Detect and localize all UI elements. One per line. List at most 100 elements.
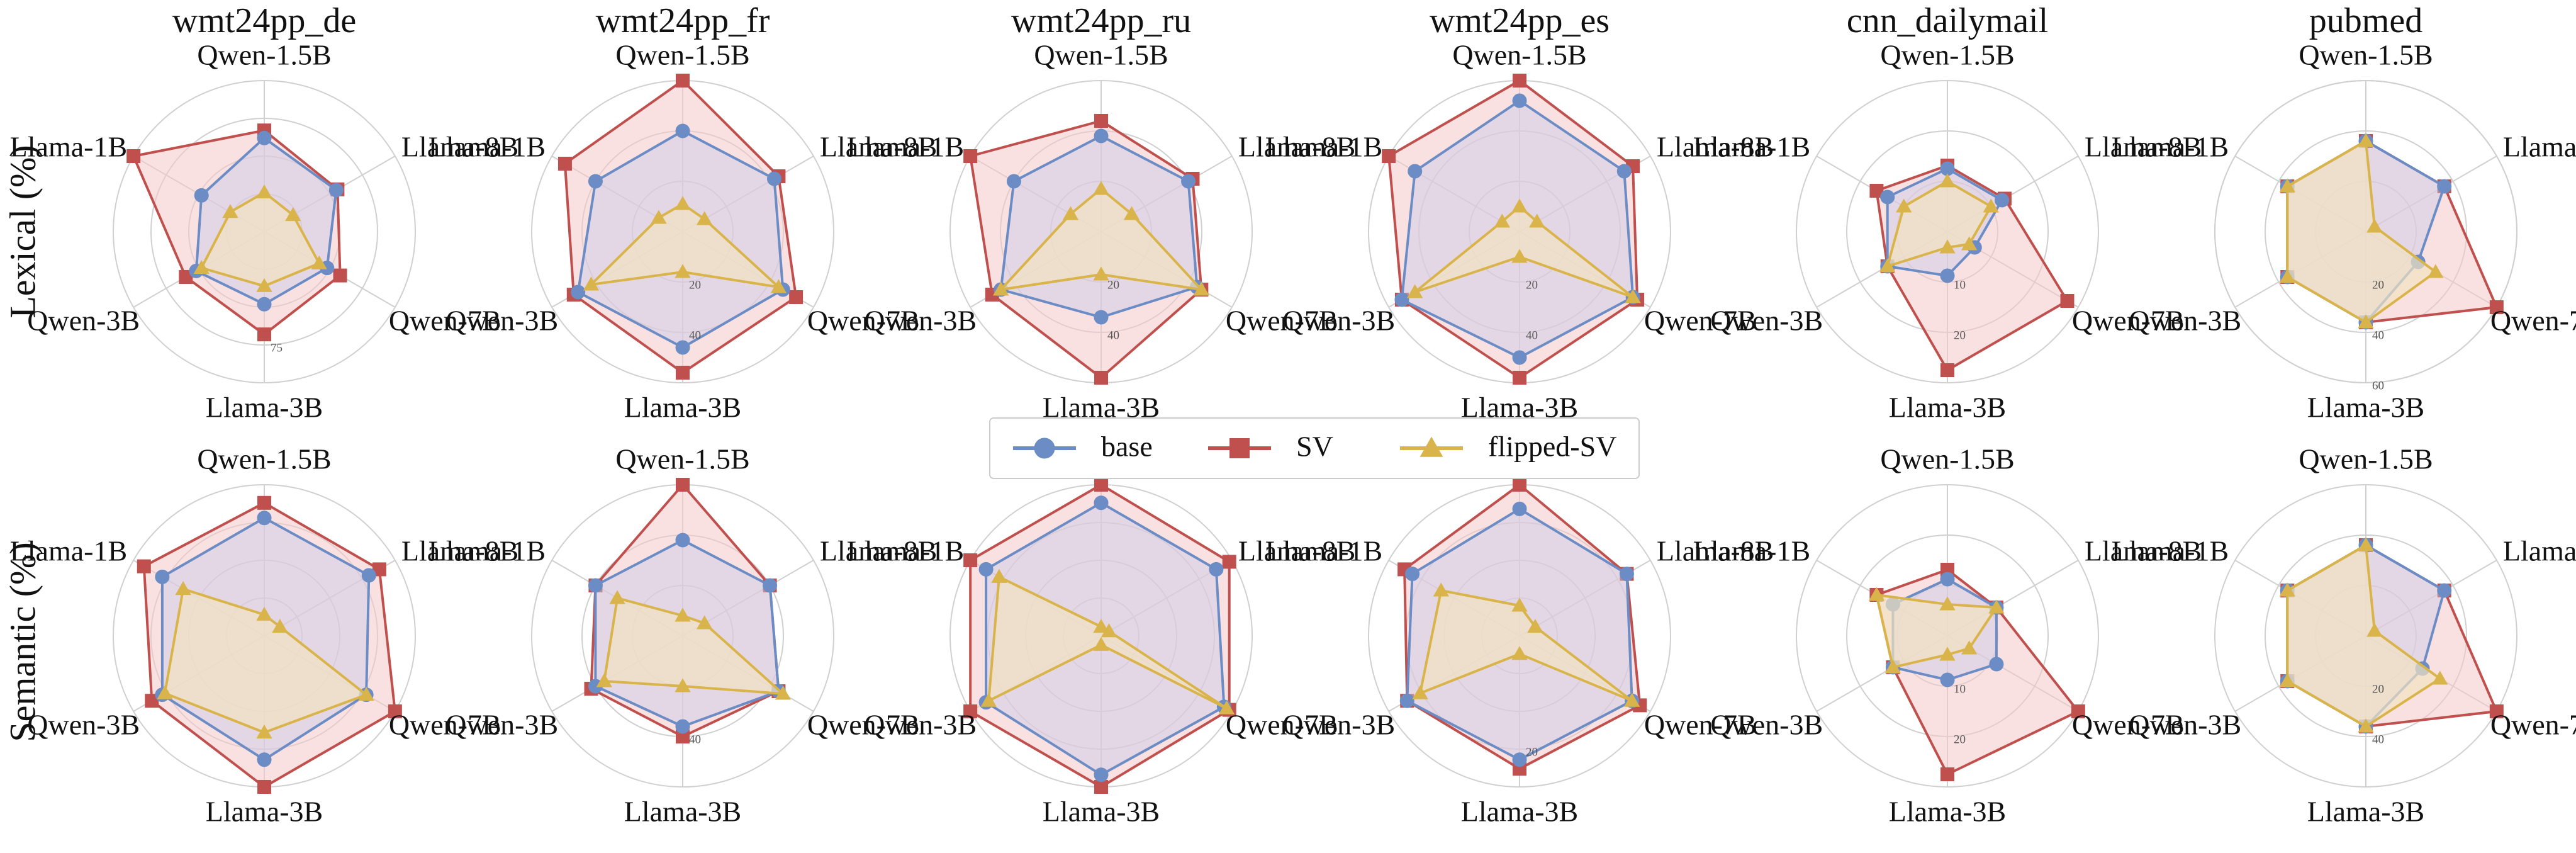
data-point-flipped-SV [991,568,1007,583]
data-point-base [155,569,170,584]
data-point-flipped-SV [1193,281,1209,296]
data-point-flipped-SV [980,692,997,707]
data-point-SV [1940,767,1954,781]
data-point-flipped-SV [1511,597,1528,612]
axis-label-llama-3b: Llama-3B [1461,796,1579,828]
data-point-flipped-SV [311,255,327,269]
axis-label-llama-1b: Llama-1B [428,131,546,163]
data-point-SV [676,478,690,492]
axis-label-llama-8b: Llama-8B [820,535,938,567]
column-title-wmt24pp-de: wmt24pp_de [172,1,356,40]
data-point-base [1394,292,1409,307]
axis-label-qwen-7b: Qwen-7B [807,305,920,337]
data-point-base [1940,572,1955,587]
radial-tick-label: 60 [2372,379,2384,392]
column-title-wmt24pp-es: wmt24pp_es [1430,1,1610,40]
data-point-flipped-SV [175,580,191,596]
data-point-flipped-SV [1884,659,1901,674]
axis-label-qwen-3b: Qwen-3B [2129,709,2241,741]
data-point-SV [1382,149,1396,163]
data-point-base [675,719,690,734]
axis-label-llama-8b: Llama-8B [2503,535,2576,567]
data-point-flipped-SV [1433,582,1449,597]
data-point-SV [789,290,804,304]
axis-label-llama-3b: Llama-3B [206,796,323,828]
data-point-base [1405,567,1420,582]
data-point-flipped-SV [2358,314,2374,329]
radial-tick-label: 75 [271,341,283,354]
radial-tick-label: 20 [1526,278,1538,291]
axis-label-llama-3b: Llama-3B [2307,392,2425,424]
data-point-flipped-SV [193,259,210,274]
data-point-base [763,578,778,593]
axis-label-qwen-1-5b: Qwen-1.5B [1034,39,1168,71]
data-point-SV [2489,704,2504,718]
axis-label-qwen-1-5b: Qwen-1.5B [615,39,749,71]
axis-label-qwen-7b: Qwen-7B [2490,305,2576,337]
axis-label-llama-3b: Llama-3B [624,796,742,828]
data-point-SV [257,495,271,510]
data-point-flipped-SV [1939,239,1956,254]
data-point-base [1399,693,1414,708]
axis-label-llama-8b: Llama-8B [1657,535,1774,567]
data-point-flipped-SV [1868,587,1885,601]
data-point-SV [333,268,347,283]
axis-label-qwen-7b: Qwen-7B [1226,305,1338,337]
axis-label-qwen-3b: Qwen-3B [1710,305,1823,337]
data-point-flipped-SV [770,279,787,293]
axis-label-qwen-3b: Qwen-3B [864,305,977,337]
axis-label-llama-1b: Llama-1B [2112,131,2229,163]
axis-label-qwen-7b: Qwen-7B [389,709,501,741]
data-point-flipped-SV [1062,206,1079,220]
axis-label-llama-1b: Llama-1B [10,131,128,163]
axis-label-llama-8b: Llama-8B [1238,131,1355,163]
data-point-base [675,533,690,548]
data-point-base [675,123,690,138]
column-title-wmt24pp-fr: wmt24pp_fr [596,1,770,40]
data-point-SV [372,562,386,577]
axis-label-llama-3b: Llama-3B [624,392,742,424]
row-label-lexical: Lexical (%) [2,145,43,318]
data-point-SV [2060,294,2075,308]
axis-label-llama-8b: Llama-8B [2503,131,2576,163]
data-point-SV [1222,555,1236,569]
data-point-SV [1094,780,1108,794]
axis-label-qwen-7b: Qwen-7B [389,305,501,337]
data-point-flipped-SV [1988,599,2005,614]
data-point-flipped-SV [1527,618,1543,633]
axis-label-qwen-1-5b: Qwen-1.5B [197,39,331,71]
data-point-SV [257,780,271,794]
data-point-SV [2489,300,2504,314]
axis-label-qwen-7b: Qwen-7B [1644,305,1757,337]
radial-tick-label: 40 [689,733,701,746]
axis-label-qwen-3b: Qwen-3B [1282,709,1395,741]
axis-label-qwen-7b: Qwen-7B [2072,305,2185,337]
data-point-SV [145,694,159,708]
axis-label-qwen-3b: Qwen-3B [27,305,140,337]
data-point-SV [1094,478,1108,492]
data-point-base [588,174,603,189]
legend-label-base: base [1101,431,1153,463]
data-point-flipped-SV [1939,173,1956,188]
data-point-flipped-SV [1093,181,1109,195]
data-point-flipped-SV [1511,646,1528,660]
data-point-base [978,562,994,577]
data-point-base [361,568,376,583]
data-point-base [1940,672,1955,687]
data-point-base [1616,164,1632,179]
data-point-flipped-SV [256,184,272,199]
data-point-SV [557,157,572,171]
data-point-SV [1094,371,1108,385]
data-point-flipped-SV [2279,673,2295,687]
data-point-SV [963,704,978,718]
axis-label-llama-1b: Llama-1B [2112,535,2229,567]
data-point-flipped-SV [696,211,713,225]
data-point-base [1512,752,1527,767]
legend-marker-base [1034,438,1055,459]
data-point-flipped-SV [1093,636,1109,651]
radial-tick-label: 20 [1954,329,1966,342]
axis-label-llama-1b: Llama-1B [1265,535,1383,567]
axis-label-qwen-7b: Qwen-7B [1226,709,1338,741]
data-point-base [257,130,272,145]
data-point-SV [676,366,690,380]
